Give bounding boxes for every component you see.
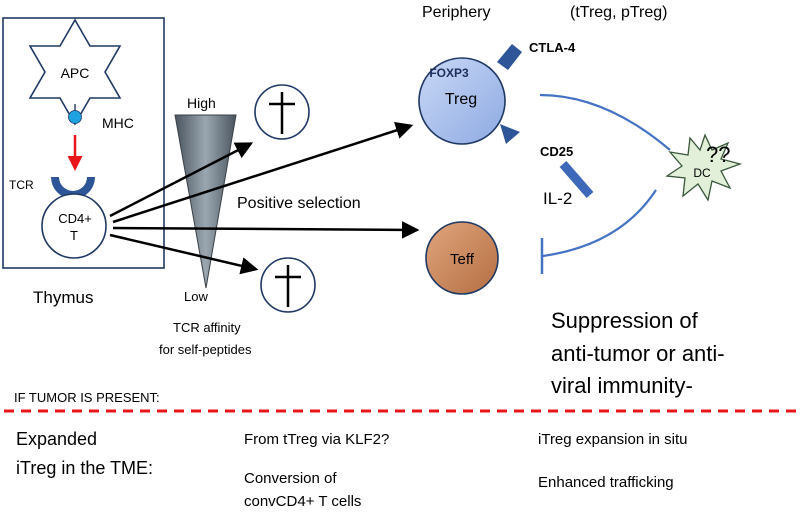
cd25-receptor xyxy=(500,124,520,144)
suppression-line1: Suppression of xyxy=(551,308,699,333)
cd4-label: CD4+ xyxy=(58,211,92,226)
dc-question-mark: ?? xyxy=(706,142,730,167)
treg-to-dc-arc xyxy=(539,93,671,151)
high-label: High xyxy=(187,95,216,111)
t-label: T xyxy=(70,228,78,243)
il2-molecule xyxy=(559,161,594,198)
tumor-col2-item2-line1: Conversion of xyxy=(244,470,337,487)
arrow-to-treg xyxy=(112,121,414,224)
periphery-types: (tTreg, pTreg) xyxy=(570,4,668,21)
dc-cell xyxy=(665,133,743,202)
thymus-caption: Thymus xyxy=(33,288,93,307)
affinity-caption-line2: for self-peptides xyxy=(159,342,252,357)
tumor-col3-item1: iTreg expansion in situ xyxy=(538,431,688,448)
low-label: Low xyxy=(184,289,208,304)
arrow-to-death-low xyxy=(109,233,259,275)
suppression-arc xyxy=(542,189,657,258)
ctla4-receptor xyxy=(497,44,522,70)
tumor-heading: IF TUMOR IS PRESENT: xyxy=(14,390,160,405)
cd4-t-cell xyxy=(41,193,107,259)
tumor-col1-line2: iTreg in the TME: xyxy=(16,458,153,478)
foxp3-label: FOXP3 xyxy=(429,66,469,80)
teff-cell xyxy=(425,221,499,295)
apc-cell xyxy=(28,18,122,126)
arrow-to-death-high xyxy=(109,142,254,218)
cd25-label: CD25 xyxy=(540,144,573,159)
arrow-to-teff xyxy=(112,221,420,239)
affinity-caption-line1: TCR affinity xyxy=(173,320,241,335)
dc-label: DC xyxy=(693,166,711,180)
mhc-label: MHC xyxy=(102,115,134,131)
tumor-col1-line1: Expanded xyxy=(16,429,97,449)
tcr-label: TCR xyxy=(9,178,34,192)
suppression-line3: viral immunity- xyxy=(551,373,693,398)
positive-selection-label: Positive selection xyxy=(237,195,361,212)
tumor-col2-item2-line2: convCD4+ T cells xyxy=(244,493,361,510)
thymus-box xyxy=(2,17,165,269)
tumor-col2-item1: From tTreg via KLF2? xyxy=(244,431,389,448)
apc-label: APC xyxy=(61,65,90,81)
mhc-molecule xyxy=(68,110,82,124)
tcr-receptor xyxy=(51,177,95,199)
ctla4-label: CTLA-4 xyxy=(529,40,576,55)
treg-label: Treg xyxy=(445,91,477,108)
suppression-line2: anti-tumor or anti- xyxy=(551,341,725,366)
periphery-title: Periphery xyxy=(422,4,490,21)
tumor-col3-item2: Enhanced trafficking xyxy=(538,474,674,491)
teff-label: Teff xyxy=(450,251,475,268)
il2-label: IL-2 xyxy=(543,189,572,208)
treg-cell xyxy=(418,57,506,145)
